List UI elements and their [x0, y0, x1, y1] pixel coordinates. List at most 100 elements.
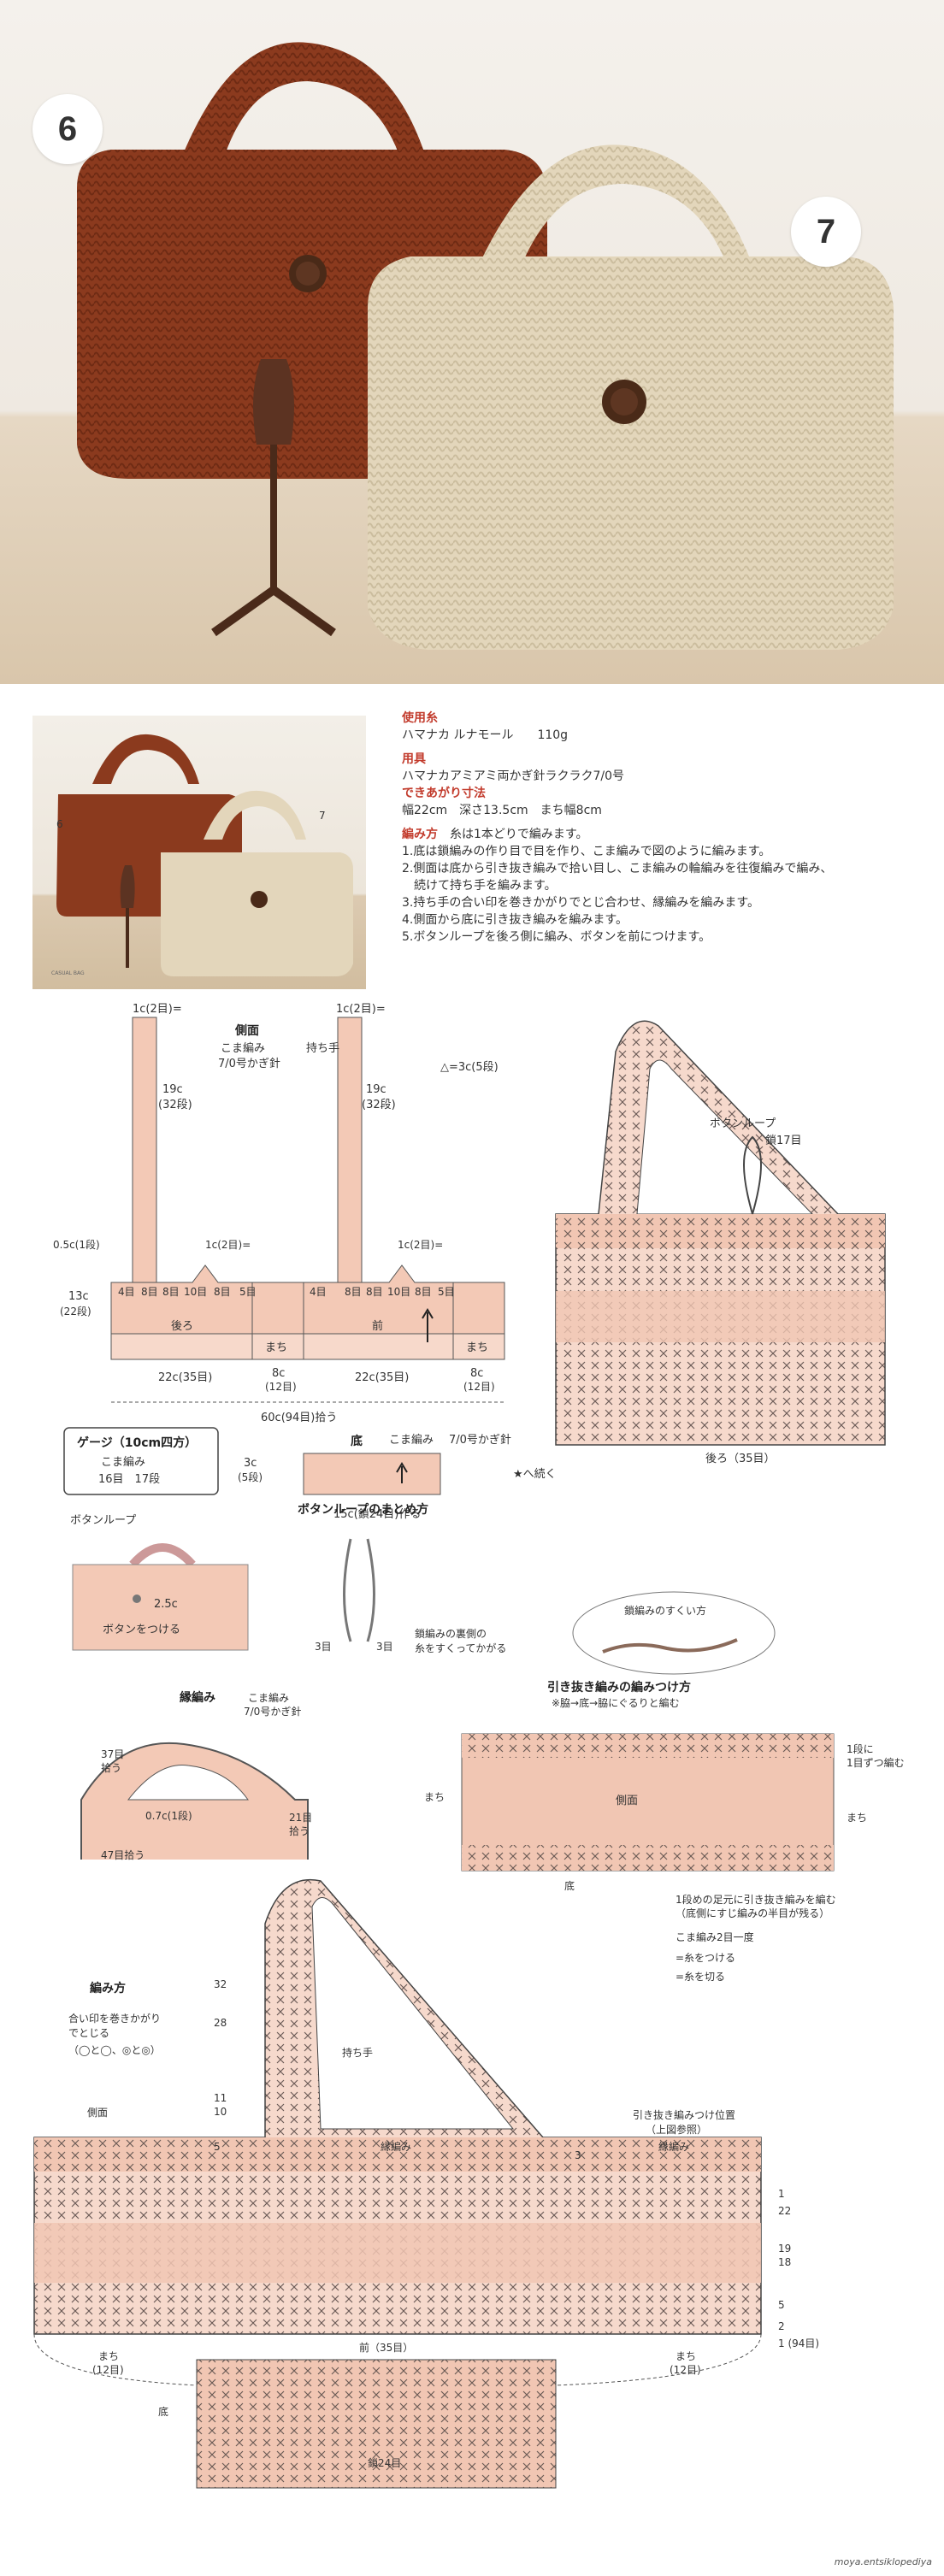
width-front: 22c(35目) — [355, 1371, 409, 1384]
button-loop-title: ボタンループ — [70, 1514, 136, 1527]
base-height: 3c — [244, 1457, 257, 1470]
step-3: 3.持ち手の合い印を巻きかがりでとじ合わせ、縁編みを編みます。 — [402, 896, 759, 910]
handle-rows-right: (32段) — [362, 1099, 396, 1111]
row-label: 5 — [778, 2299, 785, 2311]
materials-title: 使用糸 — [402, 711, 438, 725]
part-front: 前 — [372, 1319, 383, 1333]
part-back: 後ろ — [171, 1320, 193, 1333]
handle-top-right: 1c(2目)= — [336, 1003, 386, 1016]
method2-slip-pos: 引き抜き編みつけ位置 — [633, 2108, 735, 2121]
method2-handle: 持ち手 — [342, 2046, 373, 2059]
tools-title: 用具 — [402, 752, 426, 766]
row-label: 5 — [214, 2141, 221, 2153]
footer-watermark: moya.entsiklopediya — [834, 2556, 932, 2567]
count: 8目 — [345, 1286, 362, 1298]
base-width: 15c(鎖24目)作る — [333, 1507, 421, 1521]
slip-rows-2: 1目ずつ編む — [847, 1756, 905, 1769]
method-note: 糸は1本どりで編みます。 — [450, 828, 588, 841]
legend-3: =糸を切る — [676, 1971, 725, 1983]
method2-edging: 縁編み — [381, 2140, 411, 2153]
row-label: 28 — [214, 2017, 227, 2029]
thumb-badge-6: 6 — [56, 818, 63, 830]
slip-note: ※脇→底→脇にぐるりと編む — [552, 1696, 680, 1709]
row-label: 1 (94目) — [778, 2337, 819, 2349]
loop-left: 3目 — [315, 1641, 332, 1653]
hero-photo: 6 7 — [0, 0, 944, 684]
side-title: 側面 — [234, 1023, 259, 1038]
pick-47: 47目拾う — [101, 1848, 145, 1861]
handle-length-left: 19c — [162, 1083, 183, 1096]
slip-gusset-right: まち — [847, 1812, 867, 1824]
step-4: 4.側面から底に引き抜き編みを編みます。 — [402, 913, 628, 927]
part-gusset: まち — [265, 1341, 287, 1354]
loop-note-1: 鎖編みの裏側の — [415, 1627, 487, 1640]
edging-row: 0.7c(1段) — [145, 1809, 192, 1822]
row-label: 32 — [214, 1978, 227, 1990]
method2-title: 編み方 — [90, 1981, 126, 1995]
loop-note-2: 糸をすくってかがる — [415, 1642, 506, 1654]
loop-method-title: ボタンループのまとめ方 — [298, 1502, 428, 1517]
button-size: 2.5c — [154, 1598, 178, 1611]
method2-gus-left: まち — [98, 2350, 119, 2362]
mini-bag — [72, 1543, 249, 1651]
size-value: 幅22cm 深さ13.5cm まち幅8cm — [402, 804, 602, 817]
method2-base-st: 鎖24目 — [368, 2456, 401, 2469]
big-back-label: 後ろ（35目） — [705, 1453, 776, 1465]
stitch-count-row: 4目 8目 8目 10目 8目 5目 4目 8目 8目 10目 8目 5目 — [118, 1286, 455, 1298]
step-1: 1.底は鎖編みの作り目で目を作り、こま編みで図のように編みます。 — [402, 845, 771, 858]
info-block: 使用糸 ハマナカ ルナモール 110g 用具 ハマナカアミアミ両かぎ針ラクラク7… — [402, 710, 832, 946]
step-2b: 続けて持ち手を編みます。 — [402, 879, 557, 893]
legend-2: =糸をつける — [676, 1952, 735, 1964]
edging-stitch: こま編み — [248, 1691, 289, 1704]
panel-height-rows: (22段) — [60, 1305, 91, 1317]
base-hook: 7/0号かぎ針 — [449, 1434, 511, 1447]
button-attach: ボタンをつける — [103, 1624, 180, 1636]
count: 8目 — [214, 1286, 231, 1298]
gauge-title: ゲージ（10cm四方） — [77, 1435, 197, 1450]
loop-drawing — [343, 1538, 375, 1642]
method2-slip-pos-2: （上図参照） — [646, 2123, 707, 2136]
main-chart — [33, 1878, 762, 2489]
big-loop-chain: 鎖17目 — [765, 1134, 802, 1147]
gauge-stitch: こま編み — [101, 1455, 145, 1469]
row-label: 18 — [778, 2256, 791, 2268]
slip-foot-1: 1段めの足元に引き抜き編みを編む — [676, 1893, 836, 1906]
thumbnail-photo: 6 7 CASUAL BAG — [32, 716, 366, 989]
big-loop-label: ボタンループ — [710, 1117, 776, 1130]
part-gusset-2: まち — [466, 1341, 488, 1354]
legend-1: こま編み2目一度 — [676, 1931, 754, 1943]
row-label: 1 — [778, 2188, 785, 2200]
count: 8目 — [366, 1286, 383, 1298]
triangle-note: △=3c(5段) — [440, 1061, 499, 1074]
edging-hook: 7/0号かぎ針 — [244, 1705, 301, 1718]
width-gusset-st: (12目) — [265, 1381, 297, 1393]
slip-gusset-left: まち — [424, 1791, 445, 1803]
width-gusset: 8c — [272, 1367, 285, 1380]
side-hook: 7/0号かぎ針 — [218, 1058, 280, 1070]
gauge-box — [63, 1427, 219, 1495]
method2-note-3: （◯と◯、◎と◎） — [68, 2044, 161, 2056]
badge-7: 7 — [791, 197, 861, 267]
pick-37b: 拾う — [101, 1761, 121, 1774]
method2-base: 底 — [158, 2405, 168, 2418]
slip-side: 側面 — [616, 1795, 638, 1807]
big-continue: ★へ続く — [513, 1468, 557, 1481]
gauge-value: 16目 17段 — [98, 1473, 160, 1486]
width-back: 22c(35目) — [158, 1371, 212, 1384]
panel-height: 13c — [68, 1290, 89, 1303]
method2-side: 側面 — [87, 2107, 108, 2119]
row-label: 3 — [575, 2149, 581, 2161]
edging-diagram — [80, 1742, 309, 1860]
pick-37: 37目 — [101, 1748, 124, 1760]
tools-value: ハマナカアミアミ両かぎ針ラクラク7/0号 — [402, 769, 624, 783]
side-panel-schematic — [110, 1017, 505, 1360]
loop-right: 3目 — [376, 1641, 393, 1653]
row-label: 2 — [778, 2320, 785, 2332]
slip-foot-2: （底側にすじ編みの半目が残る） — [676, 1907, 829, 1919]
slip-base: 底 — [564, 1879, 575, 1892]
method2-edging-2: 縁編み — [658, 2140, 689, 2153]
method-title: 編み方 — [402, 828, 438, 841]
row-label: 11 — [214, 2092, 227, 2104]
chain-bubble — [572, 1591, 776, 1675]
back-chart — [555, 1020, 886, 1446]
